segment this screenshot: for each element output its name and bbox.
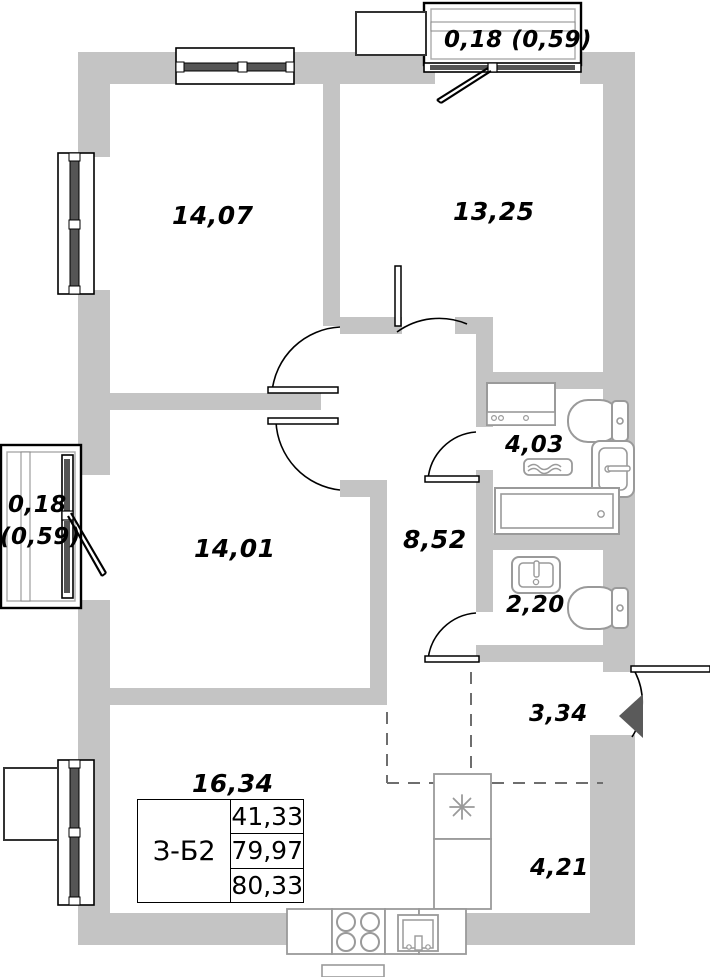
room-area-bedroom-top-right: 13,25 <box>453 197 535 226</box>
room-area-wc: 2,20 <box>506 592 565 618</box>
fixtures-layer <box>486 382 635 630</box>
entry-direction-marker <box>619 694 643 738</box>
unit-code: З-Б2 <box>138 800 232 902</box>
areas-column: 41,33 79,97 80,33 <box>231 800 303 902</box>
balcony-top-area: 0,18 (0,59) <box>444 27 593 53</box>
room-area-storage: 4,21 <box>530 855 589 881</box>
window-top-left <box>175 47 295 85</box>
total-area-value: 79,97 <box>231 833 303 867</box>
room-area-bedroom-top-left: 14,07 <box>172 201 254 230</box>
room-area-bedroom-mid-left: 14,01 <box>194 534 276 563</box>
window-left-lower <box>3 759 95 906</box>
balcony-top <box>355 1 583 104</box>
total-area-with-balcony-value: 80,33 <box>231 867 303 902</box>
room-area-bathroom: 4,03 <box>505 432 564 458</box>
balcony-left-area-line1: 0,18 <box>8 492 67 518</box>
balcony-left <box>0 443 107 610</box>
living-area-value: 41,33 <box>231 802 303 832</box>
dashed-zone-lines <box>386 672 603 784</box>
apartment-info-table: З-Б2 41,33 79,97 80,33 <box>137 799 304 903</box>
room-area-hallway: 8,52 <box>403 525 467 554</box>
window-left-upper <box>57 152 95 295</box>
room-area-entry-hall: 3,34 <box>529 701 588 727</box>
balcony-left-area-line2: (0,59) <box>0 524 81 550</box>
room-area-living-kitchen: 16,34 <box>192 769 274 798</box>
kitchen-layer <box>286 773 492 977</box>
